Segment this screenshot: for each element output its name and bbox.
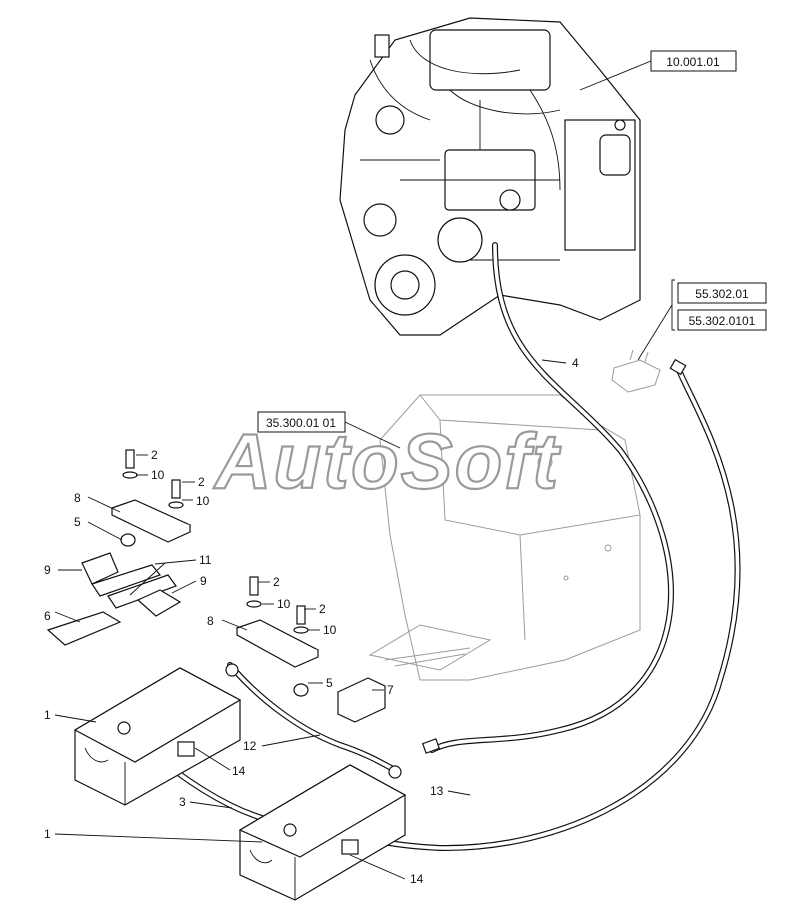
callout-2: 2: [198, 475, 205, 489]
callout-7: 7: [387, 683, 394, 697]
callout-4: 4: [572, 356, 579, 370]
engine-assembly: [339, 17, 641, 336]
callout-14: 14: [232, 764, 246, 778]
battery-cables: [122, 242, 741, 852]
callout-5: 5: [74, 515, 81, 529]
ref-box-starter-b[interactable]: 55.302.0101: [677, 309, 767, 331]
callout-5: 5: [326, 676, 333, 690]
starter-relay-ghost: [611, 349, 661, 393]
callout-1: 1: [44, 708, 51, 722]
callout-9: 9: [200, 574, 207, 588]
callout-leaders: [54, 359, 567, 880]
ref-box-starter-a[interactable]: 55.302.01: [677, 282, 767, 304]
callout-1: 1: [44, 827, 51, 841]
ref-bracket: [671, 279, 675, 331]
callout-9: 9: [44, 563, 51, 577]
callout-8: 8: [74, 491, 81, 505]
callout-2: 2: [273, 575, 280, 589]
callout-10: 10: [151, 468, 165, 482]
ref-tank-label: 35.300.01 01: [266, 416, 336, 430]
fuel-tank-ghost: [368, 394, 641, 681]
callout-6: 6: [44, 609, 51, 623]
battery-lower: [238, 764, 407, 901]
callout-numbers: 4 2 10 2 10 8 5 11 9 9 6 2 10 2 10 8 5 7…: [44, 356, 579, 886]
callout-10: 10: [277, 597, 291, 611]
ref-starter-a-label: 55.302.01: [695, 287, 749, 301]
callout-12: 12: [243, 739, 257, 753]
hardware-lower: [235, 576, 320, 697]
callout-10: 10: [323, 623, 337, 637]
clamps-and-pads: [46, 552, 386, 723]
hardware-upper: [110, 449, 192, 547]
callout-3: 3: [179, 795, 186, 809]
ref-box-tank[interactable]: 35.300.01 01: [257, 411, 401, 449]
callout-14: 14: [410, 872, 424, 886]
ref-box-engine[interactable]: 10.001.01: [579, 50, 737, 91]
callout-11: 11: [199, 553, 212, 567]
callout-10: 10: [196, 494, 210, 508]
callout-13: 13: [430, 784, 444, 798]
ref-starter-b-label: 55.302.0101: [689, 314, 756, 328]
callout-2: 2: [151, 448, 158, 462]
callout-2: 2: [319, 602, 326, 616]
callout-8: 8: [207, 614, 214, 628]
battery-upper: [73, 663, 242, 806]
ref-engine-label: 10.001.01: [666, 55, 720, 69]
